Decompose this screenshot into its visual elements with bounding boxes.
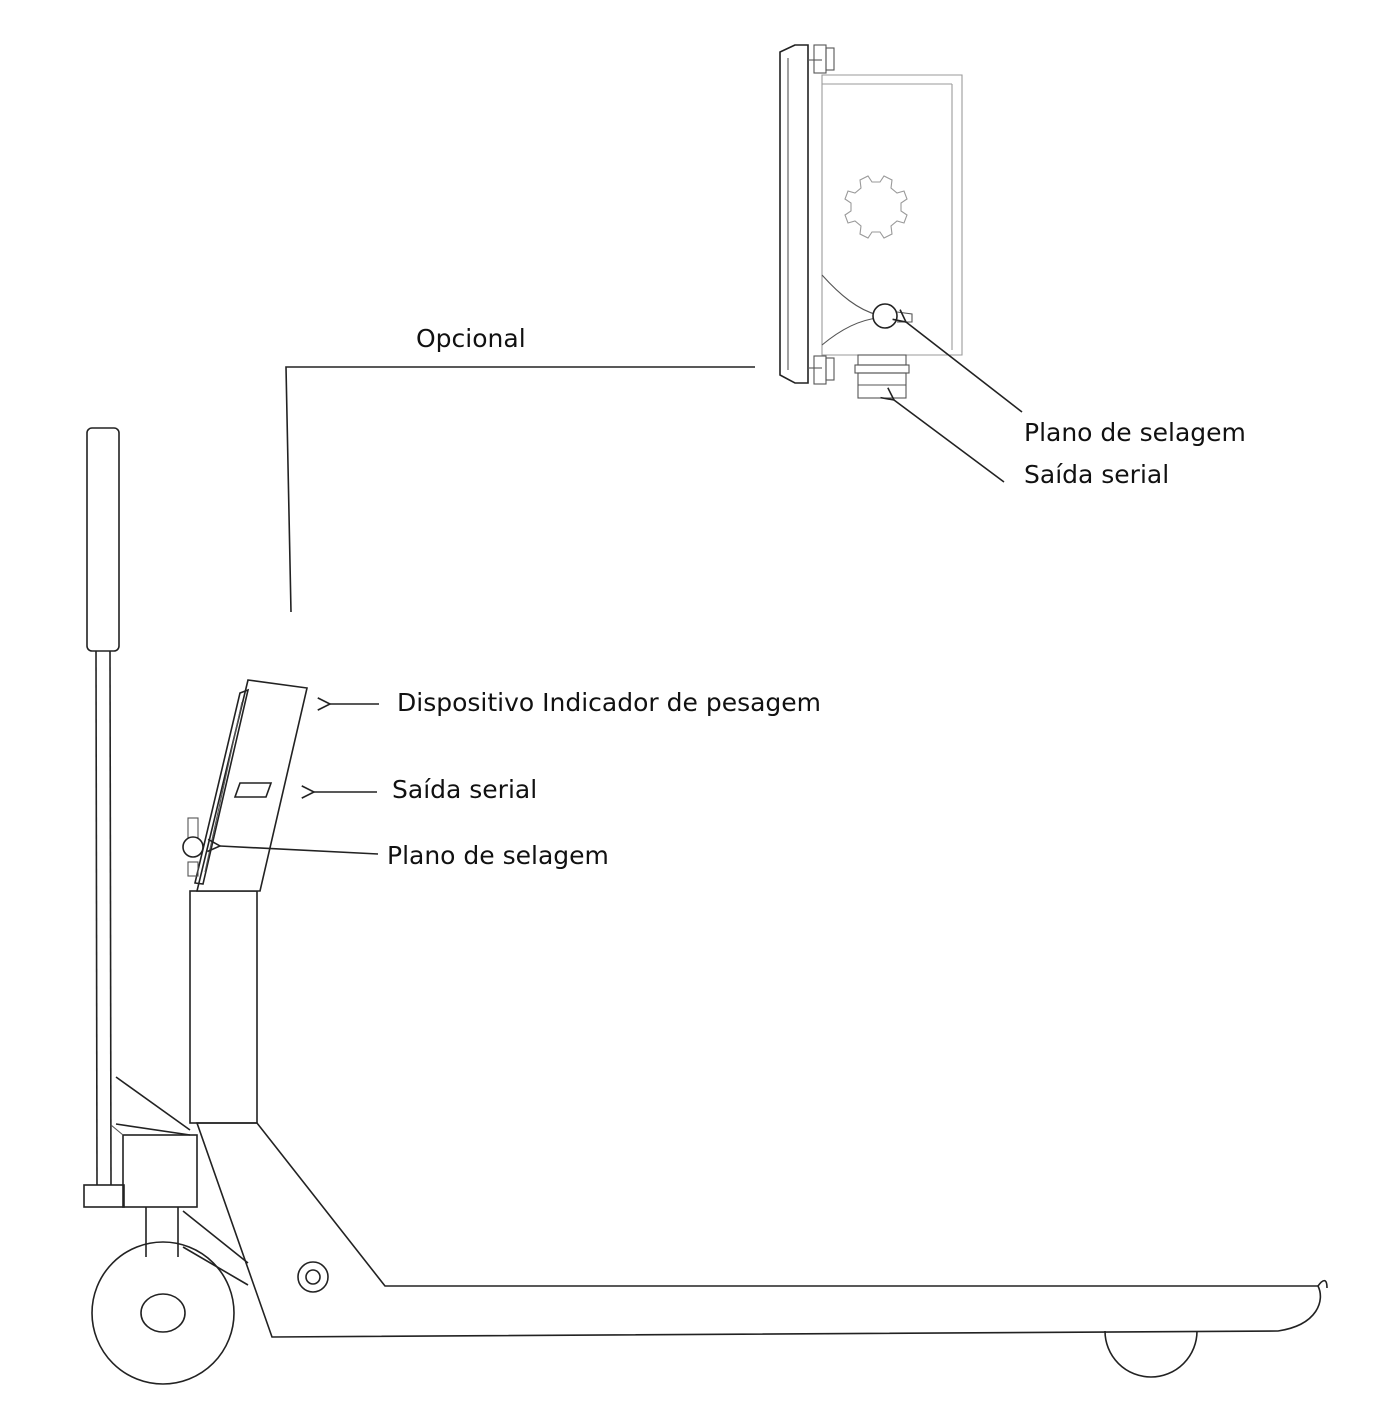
side-seal-ball [182, 836, 204, 858]
indicator-front-bezel [779, 44, 809, 384]
optional-connection-line [285, 366, 755, 613]
weighing-indicator-head [182, 679, 308, 892]
wall-mount-indicator [779, 44, 963, 399]
serial-cable-gland [854, 354, 910, 399]
load-roller [1104, 1330, 1198, 1378]
handle-grip [86, 427, 120, 652]
label-top-sealing-plane: Plano de selagem [1024, 418, 1246, 447]
label-opcional: Opcional [416, 324, 526, 353]
label-top-serial-output: Saída serial [1024, 460, 1169, 489]
label-side-serial-output: Saída serial [392, 775, 537, 804]
steering-wheel [91, 1241, 235, 1385]
gear-knob-icon [844, 175, 908, 239]
axle-bolt [297, 1261, 329, 1293]
arrow-top-serial [894, 400, 1005, 483]
label-weighing-indicator: Dispositivo Indicador de pesagem [397, 688, 821, 717]
seal-ball [872, 303, 898, 329]
arrow-side-sealing [220, 846, 379, 855]
pump-block [122, 1134, 198, 1208]
label-side-sealing-plane: Plano de selagem [387, 841, 609, 870]
indicator-rear-housing [821, 74, 963, 356]
scale-column [189, 890, 258, 1124]
serial-port-window [233, 782, 273, 798]
arrow-top-sealing [906, 322, 1023, 413]
pallet-truck [83, 427, 1328, 1385]
